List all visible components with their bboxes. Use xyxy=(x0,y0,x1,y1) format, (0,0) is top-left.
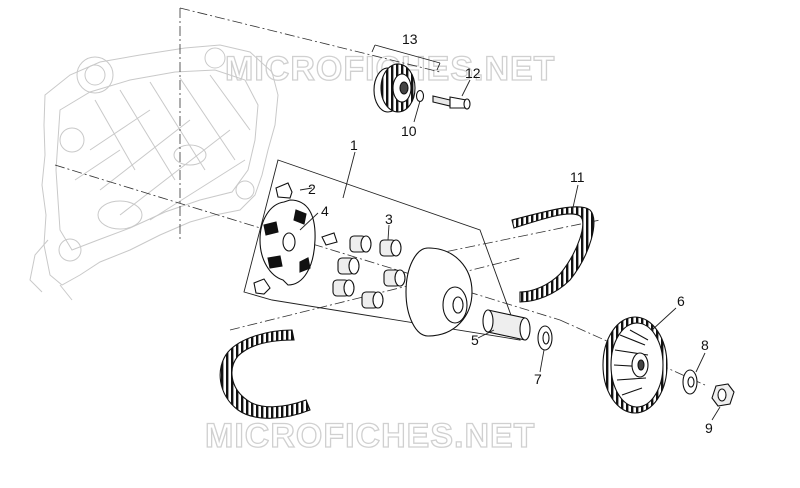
part-7-washer xyxy=(537,325,553,351)
part-3-rollers xyxy=(332,235,406,309)
callout-3: 3 xyxy=(385,211,393,227)
movable-pulley-half xyxy=(405,247,473,337)
part-9-nut xyxy=(711,383,735,407)
bracket-13 xyxy=(371,44,441,71)
callouts: 1 2 3 4 5 6 7 8 9 10 12 11 13 xyxy=(308,31,713,436)
callout-2: 2 xyxy=(308,181,316,197)
callout-7: 7 xyxy=(534,371,542,387)
part-2-slider-mid xyxy=(321,232,338,246)
callout-13: 13 xyxy=(402,31,418,47)
part-5-bushing xyxy=(482,309,531,341)
part-6-fan-pulley xyxy=(602,316,668,414)
callout-1: 1 xyxy=(350,137,358,153)
part-2-slider-lower xyxy=(253,278,271,295)
callout-6: 6 xyxy=(677,293,685,309)
part-11-belt-upper xyxy=(511,206,595,303)
callout-8: 8 xyxy=(701,337,709,353)
part-12-pin xyxy=(432,95,471,110)
callout-11: 11 xyxy=(570,169,585,185)
variator-kit-outline xyxy=(243,159,521,341)
part-10-circlip xyxy=(415,89,425,103)
callout-10: 10 xyxy=(401,123,417,139)
callout-4: 4 xyxy=(321,203,329,219)
leader-lines xyxy=(299,79,721,421)
part-2-slider xyxy=(275,182,293,199)
part-8-washer xyxy=(682,369,698,395)
callout-9: 9 xyxy=(705,420,713,436)
part-4-ramp-plate xyxy=(259,199,316,286)
engine-crankcase-ghost xyxy=(29,44,279,301)
part-13-roller xyxy=(373,63,416,113)
part-11-belt-lower xyxy=(219,329,311,419)
watermark-bottom: MICROFICHES.NET xyxy=(205,417,535,455)
callout-11-12: 12 xyxy=(465,65,481,81)
callout-5: 5 xyxy=(471,332,479,348)
